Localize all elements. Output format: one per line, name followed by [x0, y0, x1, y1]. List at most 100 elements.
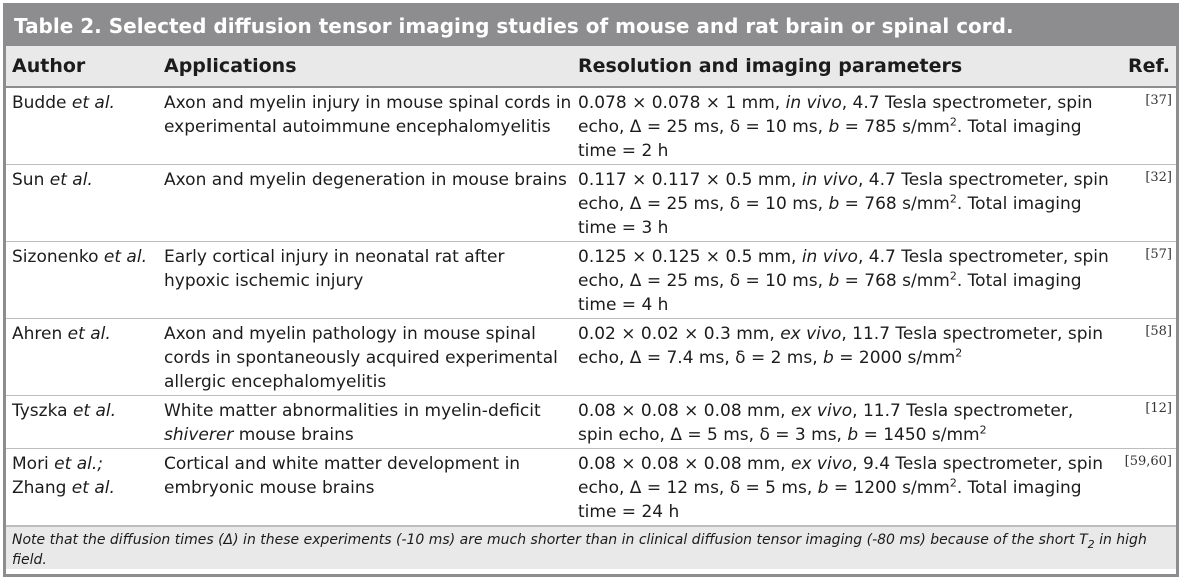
res-mode: in vivo — [785, 93, 842, 113]
author-name: Tyszka — [12, 401, 68, 421]
table-row: Ahren et al. Axon and myelin pathology i… — [6, 319, 1176, 396]
cell-author: Tyszka et al. — [6, 399, 161, 445]
res-dims: 0.08 × 0.08 × 0.08 mm, — [578, 401, 791, 421]
res-b: b — [823, 348, 834, 368]
res-b: b — [817, 478, 829, 498]
res-dims: 0.02 × 0.02 × 0.3 mm, — [578, 324, 781, 344]
res-bval: = 1200 s/mm — [828, 478, 950, 498]
res-dims: 0.08 × 0.08 × 0.08 mm, — [578, 454, 791, 474]
author-etal: et al.; — [48, 454, 103, 474]
header-ref: Ref. — [1128, 55, 1170, 77]
author-name: Budde — [12, 93, 67, 113]
res-field: , 4.7 Tesla spectrometer, spin echo, Δ =… — [578, 170, 1109, 214]
res-mode: in vivo — [801, 247, 858, 267]
table-row: Sizonenko et al. Early cortical injury i… — [6, 242, 1176, 319]
res-b: b — [828, 271, 840, 291]
cell-author: Budde et al. — [6, 91, 161, 161]
res-field: , 4.7 Tesla spectrometer, spin echo, Δ =… — [578, 93, 1093, 137]
table-frame: Table 2. Selected diffusion tensor imagi… — [3, 3, 1179, 577]
table-row: Mori et al.; Zhang et al. Cortical and w… — [6, 449, 1176, 526]
res-bval: = 785 s/mm — [839, 117, 950, 137]
note-text-end: in high field. — [12, 532, 1147, 568]
res-field: , 9.4 Tesla spectrometer, spin echo, Δ =… — [578, 454, 1103, 498]
author-line-2: Zhang et al. — [12, 476, 161, 500]
author-name: Mori — [12, 454, 49, 474]
cell-resolution: 0.08 × 0.08 × 0.08 mm, ex vivo, 11.7 Tes… — [575, 399, 1113, 445]
res-mode: ex vivo — [791, 454, 853, 474]
cell-ref: [58] — [1145, 324, 1172, 339]
table-note: Note that the diffusion times (Δ) in the… — [6, 526, 1176, 569]
res-mode: ex vivo — [780, 324, 842, 344]
cell-resolution: 0.02 × 0.02 × 0.3 mm, ex vivo, 11.7 Tesl… — [575, 322, 1113, 392]
cell-ref: [57] — [1145, 247, 1172, 262]
application-post: mouse brains — [233, 425, 354, 445]
res-sup: 2 — [949, 115, 957, 129]
cell-application: Early cortical injury in neonatal rat af… — [164, 247, 505, 291]
res-tail: . Total imaging time = 24 h — [578, 478, 1082, 522]
author-name: Ahren — [12, 324, 63, 344]
header-applications: Applications — [164, 55, 297, 77]
note-subscript: 2 — [1087, 537, 1095, 551]
header-resolution: Resolution and imaging parameters — [578, 55, 963, 77]
table-header-row: Author Applications Resolution and imagi… — [6, 46, 1176, 88]
cell-application: Axon and myelin pathology in mouse spina… — [164, 324, 558, 392]
author-etal: et al. — [66, 93, 115, 113]
cell-author: Mori et al.; Zhang et al. — [6, 452, 161, 522]
res-tail: . Total imaging time = 4 h — [578, 271, 1082, 315]
cell-resolution: 0.117 × 0.117 × 0.5 mm, in vivo, 4.7 Tes… — [575, 168, 1113, 238]
res-bval: = 1450 s/mm — [858, 425, 980, 445]
table-row: Tyszka et al. White matter abnormalities… — [6, 396, 1176, 449]
cell-resolution: 0.125 × 0.125 × 0.5 mm, in vivo, 4.7 Tes… — [575, 245, 1113, 315]
author-line-1: Mori et al.; — [12, 452, 161, 476]
author-etal-2: et al. — [66, 478, 115, 498]
header-author: Author — [12, 55, 86, 77]
res-b: b — [828, 117, 840, 137]
cell-author: Ahren et al. — [6, 322, 161, 392]
res-dims: 0.125 × 0.125 × 0.5 mm, — [578, 247, 802, 267]
cell-resolution: 0.08 × 0.08 × 0.08 mm, ex vivo, 9.4 Tesl… — [575, 452, 1113, 522]
res-field: , 4.7 Tesla spectrometer, spin echo, Δ =… — [578, 247, 1109, 291]
cell-resolution: 0.078 × 0.078 × 1 mm, in vivo, 4.7 Tesla… — [575, 91, 1113, 161]
table-row: Sun et al. Axon and myelin degeneration … — [6, 165, 1176, 242]
author-etal: et al. — [62, 324, 111, 344]
cell-author: Sun et al. — [6, 168, 161, 238]
cell-application: Axon and myelin injury in mouse spinal c… — [164, 93, 572, 137]
cell-author: Sizonenko et al. — [6, 245, 161, 315]
res-sup: 2 — [955, 346, 963, 360]
res-sup: 2 — [949, 269, 957, 283]
res-bval: = 768 s/mm — [839, 194, 950, 214]
res-b: b — [828, 194, 840, 214]
table-body: Budde et al. Axon and myelin injury in m… — [6, 88, 1176, 526]
cell-application: White matter abnormalities in myelin-def… — [161, 399, 575, 445]
table-row: Budde et al. Axon and myelin injury in m… — [6, 88, 1176, 165]
res-dims: 0.117 × 0.117 × 0.5 mm, — [578, 170, 802, 190]
author-etal: et al. — [44, 170, 93, 190]
author-etal: et al. — [98, 247, 147, 267]
table-title: Table 2. Selected diffusion tensor imagi… — [6, 6, 1176, 46]
note-text: Note that the diffusion times (Δ) in the… — [12, 532, 1088, 548]
res-mode: ex vivo — [791, 401, 853, 421]
res-sup: 2 — [949, 192, 957, 206]
cell-ref: [32] — [1145, 170, 1172, 185]
author-etal: et al. — [67, 401, 117, 421]
res-b: b — [847, 425, 859, 445]
res-field: , 11.7 Tesla spectrometer, spin echo, Δ … — [578, 401, 1074, 445]
res-tail: . Total imaging time = 2 h — [578, 117, 1082, 161]
application-pre: White matter abnormalities in myelin-def… — [164, 401, 541, 421]
res-sup: 2 — [949, 476, 957, 490]
author-name: Sun — [12, 170, 45, 190]
res-sup: 2 — [979, 423, 987, 437]
cell-ref: [59,60] — [1124, 454, 1172, 469]
cell-application: Cortical and white matter development in… — [164, 454, 521, 498]
author-name: Sizonenko — [12, 247, 99, 267]
res-bval: = 768 s/mm — [839, 271, 950, 291]
res-bval: = 2000 s/mm — [833, 348, 956, 368]
application-italic: shiverer — [164, 425, 234, 445]
res-field: , 11.7 Tesla spectrometer, spin echo, Δ … — [578, 324, 1103, 368]
cell-ref: [37] — [1145, 93, 1172, 108]
res-mode: in vivo — [801, 170, 858, 190]
res-tail: . Total imaging time = 3 h — [578, 194, 1082, 238]
cell-ref: [12] — [1145, 401, 1172, 416]
res-dims: 0.078 × 0.078 × 1 mm, — [578, 93, 786, 113]
cell-application: Axon and myelin degeneration in mouse br… — [164, 170, 567, 190]
